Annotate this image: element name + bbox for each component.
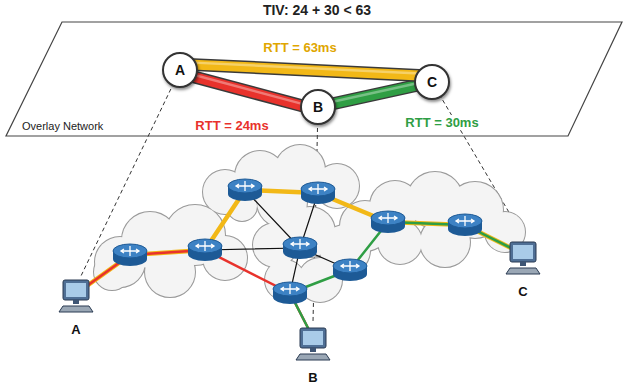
overlay-node: A xyxy=(162,52,198,88)
node-label: A xyxy=(175,62,185,78)
plane-label: Overlay Network xyxy=(22,120,103,132)
host-label: B xyxy=(308,370,317,385)
overlay-node: C xyxy=(414,64,450,100)
rtt-label: RTT = 24ms xyxy=(193,118,270,133)
clouds xyxy=(94,145,525,302)
overlay-plane: Overlay Network A B C xyxy=(0,20,634,140)
rtt-link xyxy=(193,63,419,76)
rtt-link xyxy=(193,74,304,106)
routers xyxy=(113,179,482,304)
rtt-label: RTT = 63ms xyxy=(261,40,338,55)
host-label: C xyxy=(518,284,527,299)
node-label: C xyxy=(427,74,437,90)
computers xyxy=(59,242,540,360)
rtt-link xyxy=(332,83,419,104)
title: TIV: 24 + 30 < 63 xyxy=(0,2,634,18)
host-label: A xyxy=(71,322,80,337)
rtt-label: RTT = 30ms xyxy=(403,115,480,130)
overlay-node: B xyxy=(300,89,336,125)
node-label: B xyxy=(313,99,323,115)
links xyxy=(84,190,515,328)
